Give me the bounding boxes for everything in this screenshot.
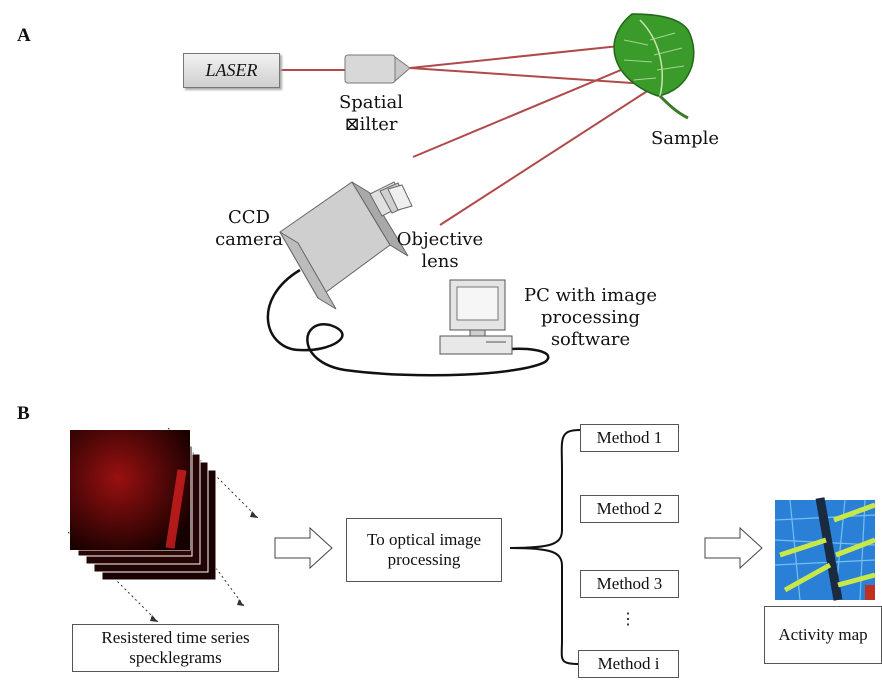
method-brace bbox=[509, 429, 581, 665]
ccd-camera-label: CCD camera bbox=[215, 207, 283, 250]
leaf-icon bbox=[613, 13, 695, 120]
methods-ellipsis: ⋮ bbox=[620, 609, 636, 628]
optical-processing-box: To optical image processing bbox=[346, 518, 502, 582]
beam-filter-to-sample-top bbox=[409, 43, 639, 69]
sample-label: Sample bbox=[650, 128, 720, 149]
beam-filter-to-sample-bottom bbox=[409, 67, 649, 85]
pc-icon bbox=[439, 279, 513, 355]
activity-map-image bbox=[774, 497, 876, 601]
beam-scatter-1 bbox=[412, 61, 641, 158]
method-3-box: Method 3 bbox=[580, 570, 679, 598]
arrow-to-processing bbox=[274, 526, 333, 570]
specklegram-caption: Resistered time series specklegrams bbox=[72, 624, 279, 672]
arrow-to-activity-map bbox=[704, 526, 763, 570]
objective-lens-label: Objective lens bbox=[396, 229, 484, 272]
ccd-camera-icon bbox=[279, 181, 413, 310]
specklegram-stack bbox=[67, 427, 259, 623]
activity-map-label: Activity map bbox=[764, 606, 882, 664]
method-1-box: Method 1 bbox=[580, 424, 679, 452]
laser-source: LASER bbox=[183, 53, 280, 88]
beam-scatter-2 bbox=[439, 87, 653, 226]
spatial-filter-label: Spatial ⊠ilter bbox=[338, 92, 404, 135]
method-i-box: Method i bbox=[578, 650, 679, 678]
spatial-filter-icon bbox=[344, 54, 411, 84]
panel-label-b: B bbox=[17, 403, 30, 424]
camera-cable bbox=[266, 268, 550, 377]
panel-label-a: A bbox=[17, 25, 31, 46]
method-2-box: Method 2 bbox=[580, 495, 679, 523]
pc-label: PC with image processing software bbox=[523, 285, 658, 350]
